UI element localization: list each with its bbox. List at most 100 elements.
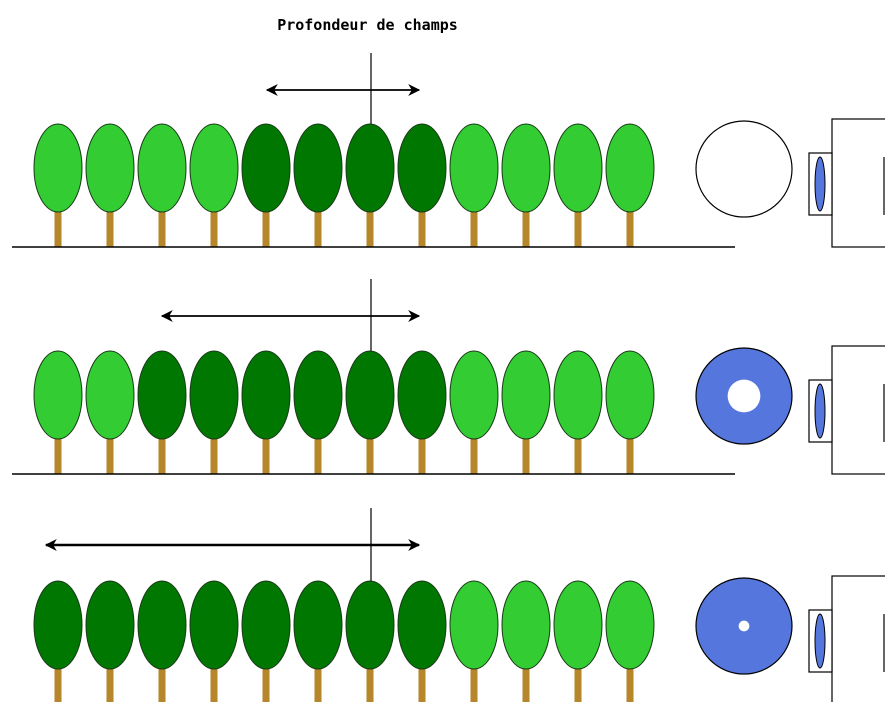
tree-canopy — [241, 123, 291, 213]
tree-trunk — [210, 659, 218, 702]
scene-small-aperture — [33, 508, 885, 702]
tree-sharp — [85, 580, 135, 702]
tree-canopy — [553, 123, 603, 213]
tree-trunk — [158, 659, 166, 702]
tree-trunk — [314, 202, 322, 247]
tree-canopy — [501, 123, 551, 213]
tree-sharp — [397, 123, 447, 247]
tree-trunk — [366, 659, 374, 702]
tree-canopy — [397, 350, 447, 440]
tree-sharp — [345, 580, 395, 702]
camera-body — [831, 118, 885, 248]
tree-canopy — [33, 350, 83, 440]
tree-trunk — [470, 202, 478, 247]
tree-canopy — [293, 350, 343, 440]
tree-trunk — [210, 202, 218, 247]
tree-trunk — [54, 429, 62, 474]
tree-trunk — [626, 429, 634, 474]
tree-trunk — [158, 429, 166, 474]
tree-trunk — [574, 202, 582, 247]
tree-blurred — [85, 123, 135, 247]
tree-blurred — [501, 350, 551, 474]
tree-blurred — [605, 580, 655, 702]
tree-canopy — [85, 580, 135, 670]
tree-canopy — [137, 350, 187, 440]
aperture-opening — [727, 379, 761, 413]
tree-canopy — [137, 580, 187, 670]
camera-body — [831, 575, 885, 702]
tree-trunk — [366, 202, 374, 247]
tree-canopy — [553, 350, 603, 440]
tree-blurred — [137, 123, 187, 247]
tree-trunk — [574, 659, 582, 702]
tree-sharp — [345, 350, 395, 474]
tree-trunk — [626, 659, 634, 702]
diagram-title: Profondeur de champs — [277, 16, 458, 34]
tree-blurred — [85, 350, 135, 474]
tree-sharp — [397, 580, 447, 702]
camera-body — [831, 345, 885, 475]
tree-canopy — [605, 350, 655, 440]
tree-sharp — [397, 350, 447, 474]
aperture-disc — [695, 120, 793, 218]
tree-trunk — [522, 659, 530, 702]
tree-trunk — [262, 202, 270, 247]
tree-trunk — [522, 202, 530, 247]
tree-trunk — [418, 659, 426, 702]
tree-canopy — [85, 123, 135, 213]
tree-sharp — [189, 350, 239, 474]
tree-blurred — [605, 350, 655, 474]
tree-canopy — [605, 123, 655, 213]
tree-blurred — [449, 123, 499, 247]
tree-trunk — [470, 659, 478, 702]
tree-blurred — [449, 580, 499, 702]
lens-element — [814, 383, 826, 439]
tree-sharp — [241, 123, 291, 247]
tree-canopy — [449, 580, 499, 670]
tree-canopy — [293, 580, 343, 670]
tree-sharp — [293, 123, 343, 247]
tree-blurred — [449, 350, 499, 474]
lens-element — [814, 613, 826, 669]
tree-trunk — [106, 659, 114, 702]
tree-canopy — [189, 123, 239, 213]
tree-sharp — [345, 123, 395, 247]
tree-trunk — [314, 659, 322, 702]
tree-canopy — [345, 350, 395, 440]
tree-blurred — [501, 580, 551, 702]
tree-canopy — [241, 580, 291, 670]
tree-trunk — [210, 429, 218, 474]
tree-canopy — [345, 123, 395, 213]
tree-canopy — [189, 350, 239, 440]
tree-canopy — [293, 123, 343, 213]
tree-canopy — [137, 123, 187, 213]
tree-canopy — [553, 580, 603, 670]
tree-canopy — [345, 580, 395, 670]
tree-trunk — [106, 429, 114, 474]
tree-canopy — [501, 580, 551, 670]
tree-blurred — [33, 123, 83, 247]
tree-trunk — [470, 429, 478, 474]
tree-trunk — [574, 429, 582, 474]
scene-wide-aperture — [12, 53, 885, 248]
tree-trunk — [626, 202, 634, 247]
tree-sharp — [189, 580, 239, 702]
tree-sharp — [293, 580, 343, 702]
tree-blurred — [605, 123, 655, 247]
tree-sharp — [293, 350, 343, 474]
tree-trunk — [262, 429, 270, 474]
lens-element — [814, 156, 826, 212]
tree-trunk — [262, 659, 270, 702]
tree-sharp — [137, 580, 187, 702]
tree-canopy — [449, 123, 499, 213]
tree-trunk — [106, 202, 114, 247]
tree-canopy — [85, 350, 135, 440]
tree-canopy — [605, 580, 655, 670]
tree-blurred — [553, 350, 603, 474]
scene-medium-aperture — [12, 279, 885, 475]
tree-trunk — [158, 202, 166, 247]
tree-sharp — [137, 350, 187, 474]
tree-trunk — [366, 429, 374, 474]
tree-trunk — [54, 659, 62, 702]
